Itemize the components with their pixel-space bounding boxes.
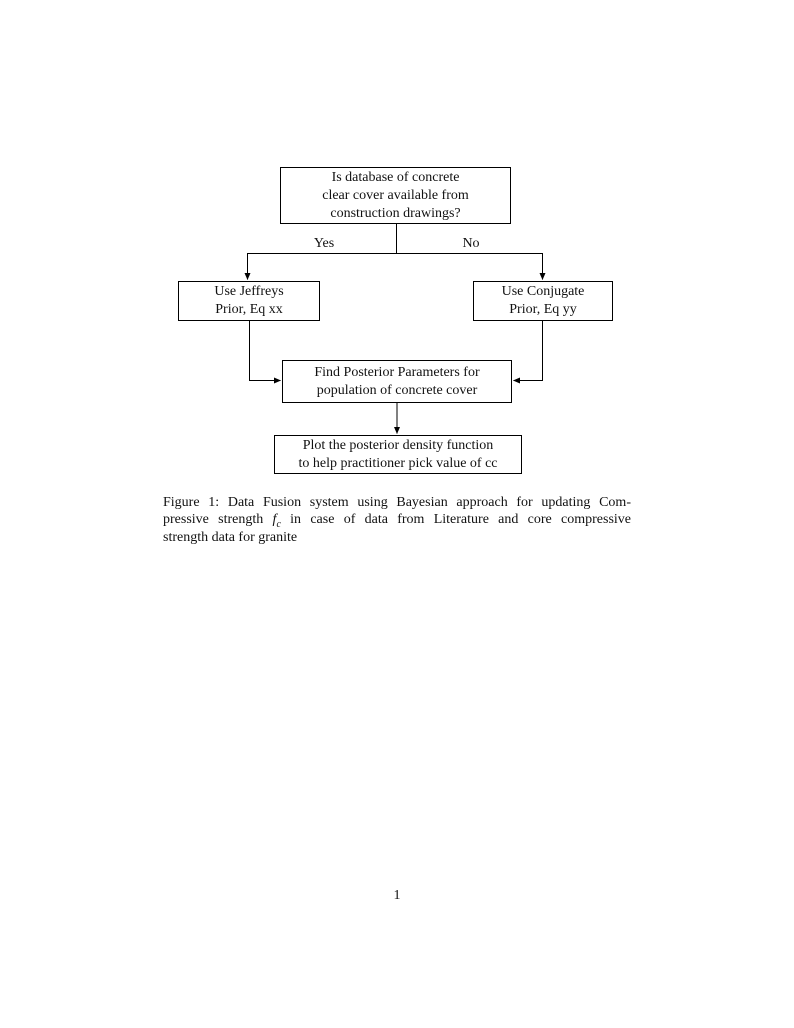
flow-node-jeffreys-line2: Prior, Eq xx [215,302,283,317]
flow-node-plot-density: Plot the posterior density function to h… [274,435,522,474]
flow-node-conjugate-line2: Prior, Eq yy [509,302,577,317]
page-number: 1 [393,888,401,903]
flow-node-conjugate-line1: Use Conjugate [501,284,585,299]
flow-node-decision: Is database of concrete clear cover avai… [280,167,511,224]
flow-node-plot-line1: Plot the posterior density function [302,437,494,453]
flow-node-plot-line2: to help practitioner pick value of cc [298,455,498,471]
flow-node-posterior-line1: Find Posterior Parameters for [314,364,480,380]
flow-node-conjugate-prior: Use Conjugate Prior, Eq yy [473,281,613,321]
flow-node-decision-line3: construction drawings? [330,205,461,221]
connector-conjugate-to-posterior [513,321,543,384]
edge-label-no: No [462,236,480,251]
figure-caption: Figure 1: Data Fusion system using Bayes… [163,494,631,546]
figure-caption-line2-post: in case of data from Literature and core… [290,512,632,528]
flow-node-posterior-parameters: Find Posterior Parameters for population… [282,360,512,403]
flow-node-decision-line1: Is database of concrete [331,169,460,185]
flow-node-jeffreys-prior: Use Jeffreys Prior, Eq xx [178,281,320,321]
figure-caption-line1: Figure 1: Data Fusion system using Bayes… [163,495,631,510]
flow-node-posterior-line2: population of concrete cover [316,382,478,398]
connector-jeffreys-to-posterior [249,321,281,384]
edge-label-yes: Yes [313,236,335,251]
math-fc-symbol: fc [272,512,281,531]
flow-node-decision-line2: clear cover available from [322,187,469,203]
figure-caption-line2-pre: pressive strength [163,512,264,528]
figure-caption-line3: strength data for granite [163,529,298,545]
figure-caption-line2: pressive strength fc in case of data fro… [163,511,632,531]
flow-node-jeffreys-line1: Use Jeffreys [214,284,284,299]
